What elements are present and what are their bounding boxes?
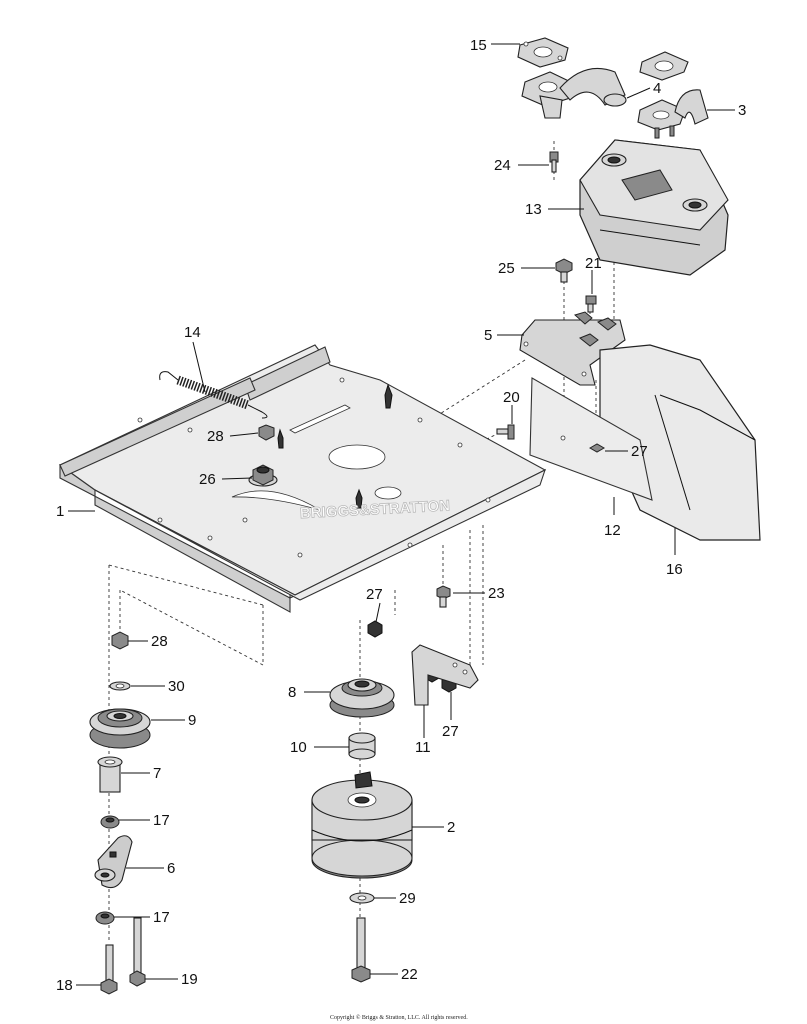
callout-2: 2: [447, 819, 455, 836]
callout-25: 25: [498, 260, 515, 277]
callout-28-upper: 28: [207, 428, 224, 445]
copyright-notice: Copyright © Briggs & Stratton, LLC. All …: [330, 1014, 468, 1021]
callout-16: 16: [666, 561, 683, 578]
callout-9: 9: [188, 712, 196, 729]
callout-29: 29: [399, 890, 416, 907]
nut-part-28-upper[interactable]: [258, 424, 275, 441]
spacer-part-10[interactable]: [348, 732, 376, 760]
callout-18: 18: [56, 977, 73, 994]
callout-15: 15: [470, 37, 487, 54]
callout-4: 4: [653, 80, 661, 97]
bearing-part-17-lower[interactable]: [95, 911, 115, 925]
callout-12: 12: [604, 522, 621, 539]
bushing-part-7[interactable]: [97, 756, 123, 793]
nut-part-26[interactable]: [248, 464, 278, 487]
muffler-part-13[interactable]: [579, 139, 729, 276]
bolt-part-25[interactable]: [555, 258, 573, 283]
bolt-part-18[interactable]: [100, 944, 118, 995]
callout-24: 24: [494, 157, 511, 174]
callout-11: 11: [415, 739, 431, 756]
callout-labels: 15 4 3 24 13 25 21 5 14 20 28 27 26 1 12…: [56, 37, 746, 994]
callout-20: 20: [503, 389, 520, 406]
callout-27-lower: 27: [442, 723, 459, 740]
bolt-part-19[interactable]: [129, 917, 146, 987]
callout-17-lower: 17: [153, 909, 170, 926]
bracket-part-11[interactable]: [411, 644, 479, 706]
callout-27-mid: 27: [366, 586, 383, 603]
idler-arm-part-6[interactable]: [94, 835, 133, 889]
exhaust-pipe-part-4[interactable]: [521, 67, 627, 119]
callout-13: 13: [525, 201, 542, 218]
pulley-part-8[interactable]: [329, 678, 395, 718]
gasket-part-3-upper[interactable]: [639, 51, 689, 81]
callout-1: 1: [56, 503, 64, 520]
callout-22: 22: [401, 966, 418, 983]
exhaust-pipe-part-3[interactable]: [637, 89, 709, 139]
bracket-part-5[interactable]: [519, 311, 626, 386]
callout-10: 10: [290, 739, 307, 756]
deck-plate-part-1[interactable]: BRIGGS&STRATTON: [58, 344, 547, 613]
bolt-part-24[interactable]: [549, 151, 559, 173]
washer-part-29[interactable]: [349, 892, 375, 904]
bolt-part-23[interactable]: [436, 585, 451, 608]
bolt-part-21[interactable]: [585, 295, 597, 313]
callout-28-lower: 28: [151, 633, 168, 650]
callout-8: 8: [288, 684, 296, 701]
callout-6: 6: [167, 860, 175, 877]
callout-3: 3: [738, 102, 746, 119]
nut-part-28-lower[interactable]: [111, 631, 129, 650]
callout-26: 26: [199, 471, 216, 488]
callout-27-right: 27: [631, 443, 648, 460]
bolt-part-20[interactable]: [496, 424, 515, 440]
clutch-part-2[interactable]: [311, 771, 413, 879]
callout-7: 7: [153, 765, 161, 782]
nut-part-27-a[interactable]: [367, 620, 383, 638]
pulley-part-9[interactable]: [89, 708, 151, 749]
bolt-part-22[interactable]: [351, 917, 371, 983]
bearing-part-17-upper[interactable]: [100, 815, 120, 829]
callout-23: 23: [488, 585, 505, 602]
callout-17-upper: 17: [153, 812, 170, 829]
callout-19: 19: [181, 971, 198, 988]
callout-5: 5: [484, 327, 492, 344]
deflector-part-12[interactable]: [529, 377, 653, 501]
leader-lines: [68, 43, 735, 986]
callout-21: 21: [585, 255, 602, 272]
callout-30: 30: [168, 678, 185, 695]
callout-14: 14: [184, 324, 201, 341]
washer-part-30[interactable]: [109, 681, 131, 691]
spring-part-14[interactable]: [159, 371, 268, 419]
gasket-part-15[interactable]: [517, 37, 569, 68]
